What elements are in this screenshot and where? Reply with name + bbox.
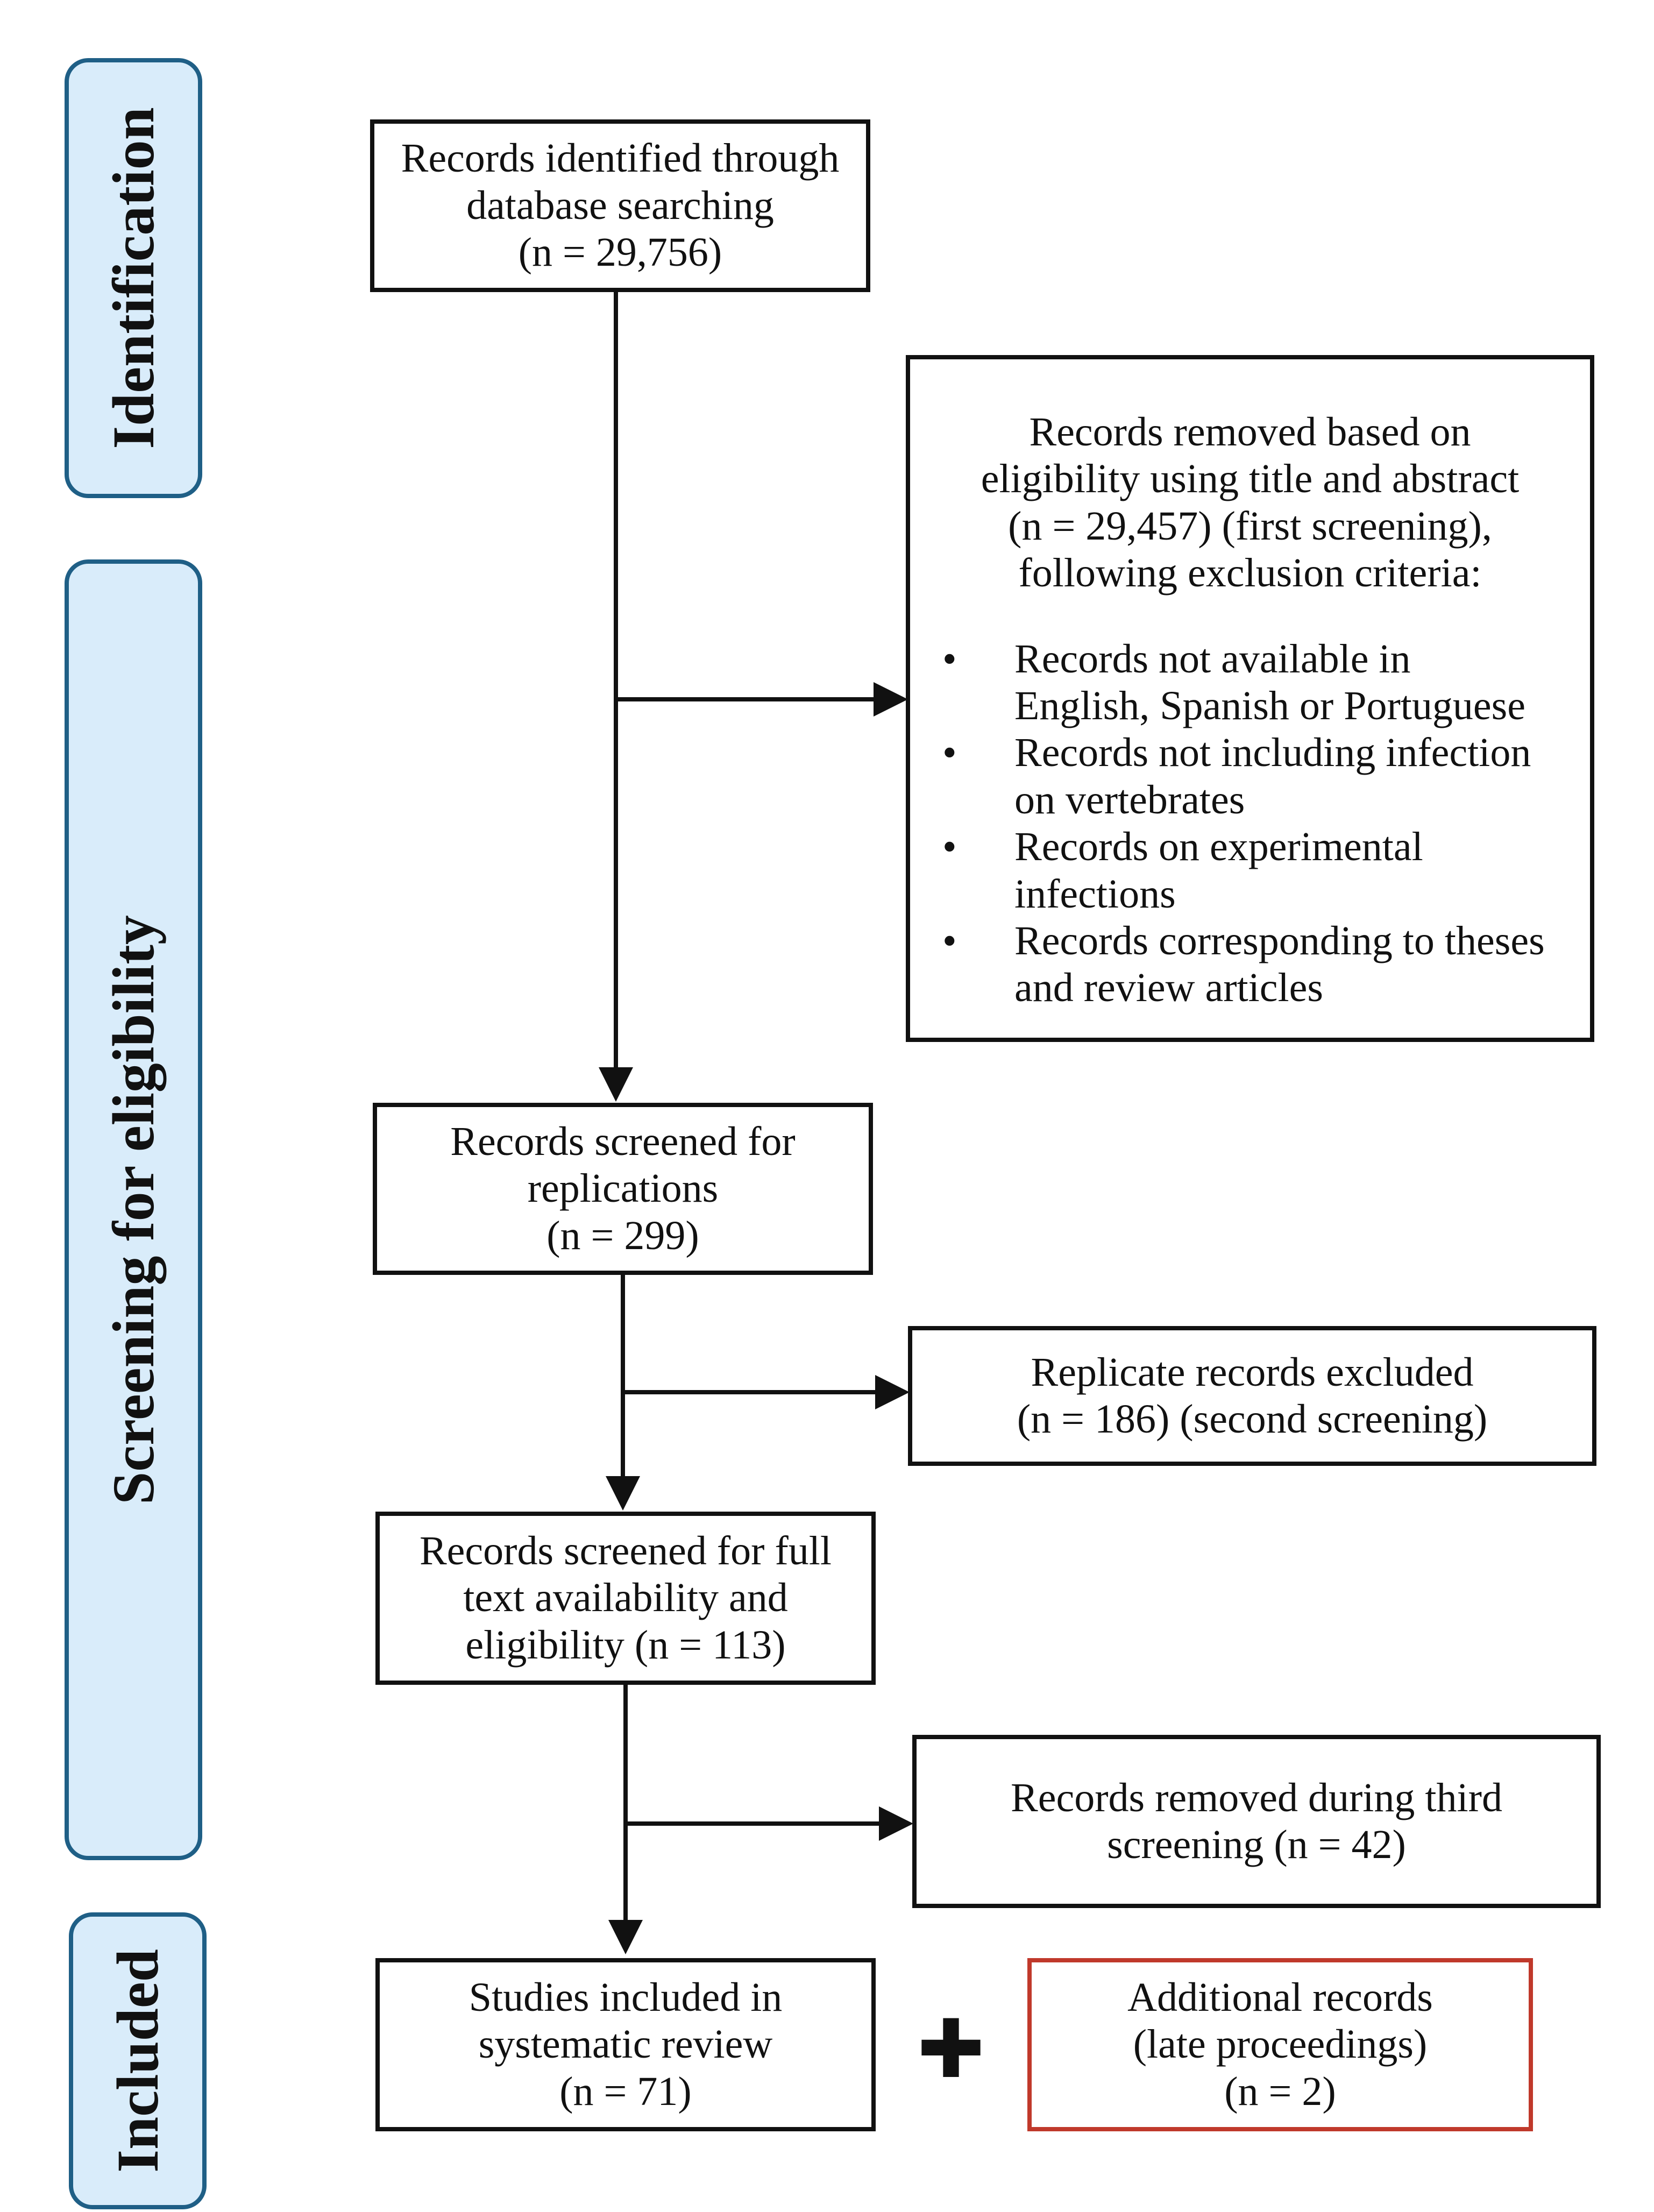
box-studies-included-line-3: (n = 71) [559, 2068, 692, 2114]
box-records-removed-first: Records removed based on eligibility usi… [906, 355, 1594, 1042]
box-records-removed-third-line-1: Records removed during third [1011, 1775, 1502, 1820]
box-records-screened-replications-line-2: replications [527, 1166, 719, 1211]
box-records-screened-replications-line-1: Records screened for [450, 1118, 796, 1164]
box-records-removed-third: Records removed during third screening (… [912, 1735, 1601, 1908]
exclusion-criterion: • Records not available in English, Span… [923, 636, 1577, 730]
box-records-screened-full-text: Records screened for full text availabil… [375, 1512, 876, 1685]
box-records-removed-first-line-1: Records removed based on [1029, 409, 1471, 455]
box-studies-included-line-1: Studies included in [468, 1974, 783, 2020]
phase-screening: Screening for eligibility [65, 559, 202, 1860]
exclusion-criterion: • Records corresponding to theses and re… [923, 918, 1577, 1012]
box-records-identified: Records identified through database sear… [370, 119, 870, 292]
bullet: • [942, 824, 957, 870]
box-records-removed-first-line-3: (n = 29,457) (first screening), [1008, 503, 1492, 549]
box-replicate-records-excluded: Replicate records excluded (n = 186) (se… [908, 1326, 1596, 1466]
exclusion-criterion-2-line-1: Records not including infection [1014, 730, 1531, 776]
exclusion-criterion: • Records on experimental infections [923, 824, 1577, 918]
box-studies-included: Studies included in systematic review (n… [375, 1958, 876, 2131]
exclusion-criterion-4-line-1: Records corresponding to theses [1014, 918, 1545, 963]
exclusion-criteria-list: • Records not available in English, Span… [923, 636, 1577, 1012]
exclusion-criterion-2-line-2: on vertebrates [1014, 777, 1245, 823]
box-additional-records-line-3: (n = 2) [1224, 2068, 1336, 2114]
exclusion-criterion-4-line-2: and review articles [1014, 965, 1323, 1011]
box-records-identified-line-2: database searching [466, 182, 774, 228]
exclusion-criterion-3-line-2: infections [1014, 871, 1176, 917]
box-records-screened-full-text-line-1: Records screened for full [419, 1528, 832, 1573]
exclusion-criterion-1-line-2: English, Spanish or Portuguese [1014, 683, 1525, 728]
box-replicate-records-excluded-line-2: (n = 186) (second screening) [1017, 1396, 1488, 1442]
box-studies-included-line-2: systematic review [478, 2022, 773, 2067]
box-records-removed-first-line-4: following exclusion criteria: [1018, 550, 1482, 596]
phase-included: Included [69, 1912, 207, 2209]
bullet: • [942, 730, 957, 776]
box-additional-records: Additional records (late proceedings) (n… [1027, 1958, 1533, 2131]
box-records-screened-full-text-line-3: eligibility (n = 113) [465, 1622, 786, 1668]
plus-icon: ✚ [917, 2003, 985, 2096]
box-records-removed-first-line-2: eligibility using title and abstract [981, 456, 1520, 502]
box-records-screened-replications-line-3: (n = 299) [546, 1213, 699, 1258]
box-additional-records-line-2: (late proceedings) [1133, 2022, 1428, 2067]
box-replicate-records-excluded-line-1: Replicate records excluded [1031, 1349, 1474, 1395]
box-records-screened-full-text-line-2: text availability and [463, 1575, 788, 1621]
exclusion-criterion: • Records not including infection on ver… [923, 729, 1577, 824]
exclusion-criterion-3-line-1: Records on experimental [1014, 824, 1423, 870]
bullet: • [942, 918, 957, 963]
box-records-screened-replications: Records screened for replications (n = 2… [373, 1103, 873, 1275]
box-records-identified-line-1: Records identified through [401, 136, 840, 181]
phase-identification: Identification [65, 58, 202, 498]
box-records-removed-third-line-2: screening (n = 42) [1107, 1822, 1406, 1867]
bullet: • [942, 636, 957, 682]
box-records-identified-line-3: (n = 29,756) [518, 230, 722, 275]
exclusion-criterion-1-line-1: Records not available in [1014, 636, 1411, 682]
box-additional-records-line-1: Additional records [1127, 1974, 1433, 2020]
